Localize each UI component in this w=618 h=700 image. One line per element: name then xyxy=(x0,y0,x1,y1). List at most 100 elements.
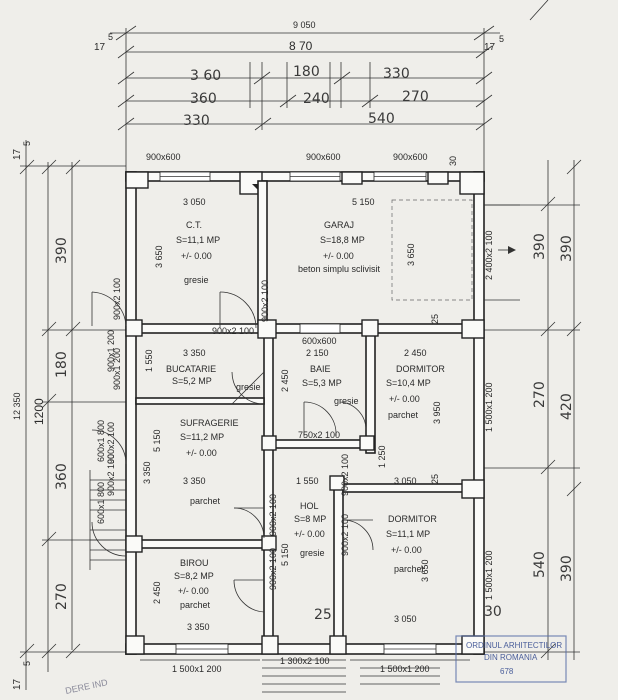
door-swings xyxy=(91,291,374,613)
dim-top-offset: 17 xyxy=(12,148,23,160)
room-dormitor2-level: +/- 0.00 xyxy=(391,545,422,555)
small-25b: 25 xyxy=(430,474,440,484)
dim-total-height: 12 350 xyxy=(12,392,22,420)
ct-height: 3 650 xyxy=(154,245,164,268)
baie-door-label: 750x2 100 xyxy=(298,430,340,440)
room-sufragerie-floor: parchet xyxy=(190,496,221,506)
label-window-top-left: 900x600 xyxy=(146,152,181,162)
bottom-steps xyxy=(140,659,470,693)
right-dimension-chain xyxy=(484,159,582,660)
room-garaj-level: +/- 0.00 xyxy=(323,251,354,261)
stamp-line-1: ORDINUL ARHITECTILOR xyxy=(466,641,562,650)
room-ct-area: S=11,1 MP xyxy=(176,235,220,245)
label-window-top-mid: 900x600 xyxy=(306,152,341,162)
dorm1-width: 2 450 xyxy=(404,348,427,358)
room-dormitor1-name: DORMITOR xyxy=(396,364,445,374)
left-steps xyxy=(89,470,126,570)
baie-width: 2 150 xyxy=(306,348,329,358)
birou-width: 3 350 xyxy=(187,622,210,632)
dim-left-seg1: 390 xyxy=(54,237,70,264)
room-sufragerie-level: +/- 0.00 xyxy=(186,448,217,458)
room-garaj-area: S=18,8 MP xyxy=(320,235,365,245)
stamp-line-3: 678 xyxy=(500,667,514,676)
room-birou-area: S=8,2 MP xyxy=(174,571,214,581)
garage-car-outline xyxy=(391,199,473,301)
dim-bottom-offset: 17 xyxy=(12,678,23,690)
buc-width: 3 350 xyxy=(183,348,206,358)
dim-left-seg3: 360 xyxy=(54,463,70,490)
room-ct-name: C.T. xyxy=(186,220,202,230)
room-dormitor1-area: S=10,4 MP xyxy=(386,378,431,388)
room-sufragerie-name: SUFRAGERIE xyxy=(180,418,239,428)
room-hol-level: +/- 0.00 xyxy=(294,529,325,539)
room-ct-level: +/- 0.00 xyxy=(181,251,212,261)
garaj-height: 3 650 xyxy=(406,243,416,266)
dim-overall-width: 8 70 xyxy=(289,39,313,53)
room-birou-floor: parchet xyxy=(180,600,211,610)
dorm2-height: 3 650 xyxy=(420,559,430,582)
dim-overall-height: 1200 xyxy=(32,398,46,425)
left-window-2-label: 900x1 200 xyxy=(112,348,122,390)
room-baie-name: BAIE xyxy=(310,364,331,374)
room-bucatarie-floor: gresie xyxy=(236,382,261,392)
garaj-width: 5 150 xyxy=(352,197,375,207)
dim-left-seg2: 180 xyxy=(54,351,70,378)
dim-row2-seg3: 270 xyxy=(402,89,429,105)
garaj-inner-door-label: 900x2 100 xyxy=(260,280,270,322)
room-dormitor2-floor: parchet xyxy=(394,564,425,574)
birou-door-label: 900x2 100 xyxy=(268,548,278,590)
sufr-width: 3 350 xyxy=(183,476,206,486)
small-25c: 25 xyxy=(314,607,332,623)
dorm2-width-bottom: 3 050 xyxy=(394,614,417,624)
room-bucatarie-area: S=5,2 MP xyxy=(172,376,212,386)
room-hol-floor: gresie xyxy=(300,548,325,558)
left-window-3-label: 600x1 800 xyxy=(96,420,106,462)
right-window-2-label: 1 500x1 200 xyxy=(484,550,494,600)
hol-height: 5 150 xyxy=(280,543,290,566)
hall-top-window xyxy=(299,323,341,334)
room-garaj-floor: beton simplu sclivisit xyxy=(298,264,381,274)
hol-door-v1: 900x2 100 xyxy=(340,454,350,496)
room-baie-floor: gresie xyxy=(334,396,359,406)
ct-width: 3 050 xyxy=(183,197,206,207)
left-window-6-label: 900x2 100 xyxy=(106,454,116,496)
dim-right-inner-seg1: 390 xyxy=(559,235,575,262)
left-window-5-label: 600x1 800 xyxy=(96,482,106,524)
dim-row1-seg2: 180 xyxy=(293,64,320,80)
dim-row3-seg2: 540 xyxy=(368,111,395,127)
ct-exterior-door-label: 900x2 100 xyxy=(112,278,122,320)
room-baie-area: S=5,3 MP xyxy=(302,378,342,388)
small-25a: 25 xyxy=(430,314,440,324)
room-hol-area: S=8 MP xyxy=(294,514,326,524)
dim-left-offset-sup: 5 xyxy=(108,32,113,42)
garaj-door-label: 2 400x2 100 xyxy=(484,230,494,280)
dim-right-outer-seg3: 540 xyxy=(532,551,548,578)
dim-row1-seg3: 330 xyxy=(383,66,410,82)
baie-height: 2 450 xyxy=(280,369,290,392)
dim-right-inner-seg3: 390 xyxy=(559,555,575,582)
room-dormitor2-area: S=11,1 MP xyxy=(386,529,430,539)
room-dormitor1-floor: parchet xyxy=(388,410,419,420)
label-window-bottom-left: 1 500x1 200 xyxy=(172,664,222,674)
hol-door-v2: 900x2 100 xyxy=(340,514,350,556)
dim-right-offset: 17 xyxy=(484,42,496,53)
room-dormitor2-name: DORMITOR xyxy=(388,514,437,524)
dim-row3-seg1: 330 xyxy=(183,113,210,129)
right-window-1-label: 1 500x1 200 xyxy=(484,382,494,432)
room-bucatarie-name: BUCATARIE xyxy=(166,364,216,374)
birou-height: 2 450 xyxy=(152,581,162,604)
label-window-top-right: 900x600 xyxy=(393,152,428,162)
architect-stamp: ORDINUL ARHITECTILOR DIN ROMANIA 678 xyxy=(455,635,567,683)
hall-top-window-label: 600x600 xyxy=(302,336,337,346)
dim-right-outer-seg2: 270 xyxy=(532,381,548,408)
top-dimension-chain xyxy=(110,25,500,175)
dim-right-outer-seg1: 390 xyxy=(532,233,548,260)
room-sufragerie-area: S=11,2 MP xyxy=(180,432,224,442)
dim-row2-seg1: 360 xyxy=(190,91,217,107)
left-window-4-label: 900x2 100 xyxy=(106,422,116,464)
stamp-line-2: DIN ROMANIA xyxy=(484,653,538,662)
hol-width: 1 550 xyxy=(296,476,319,486)
interior-walls xyxy=(125,180,485,655)
